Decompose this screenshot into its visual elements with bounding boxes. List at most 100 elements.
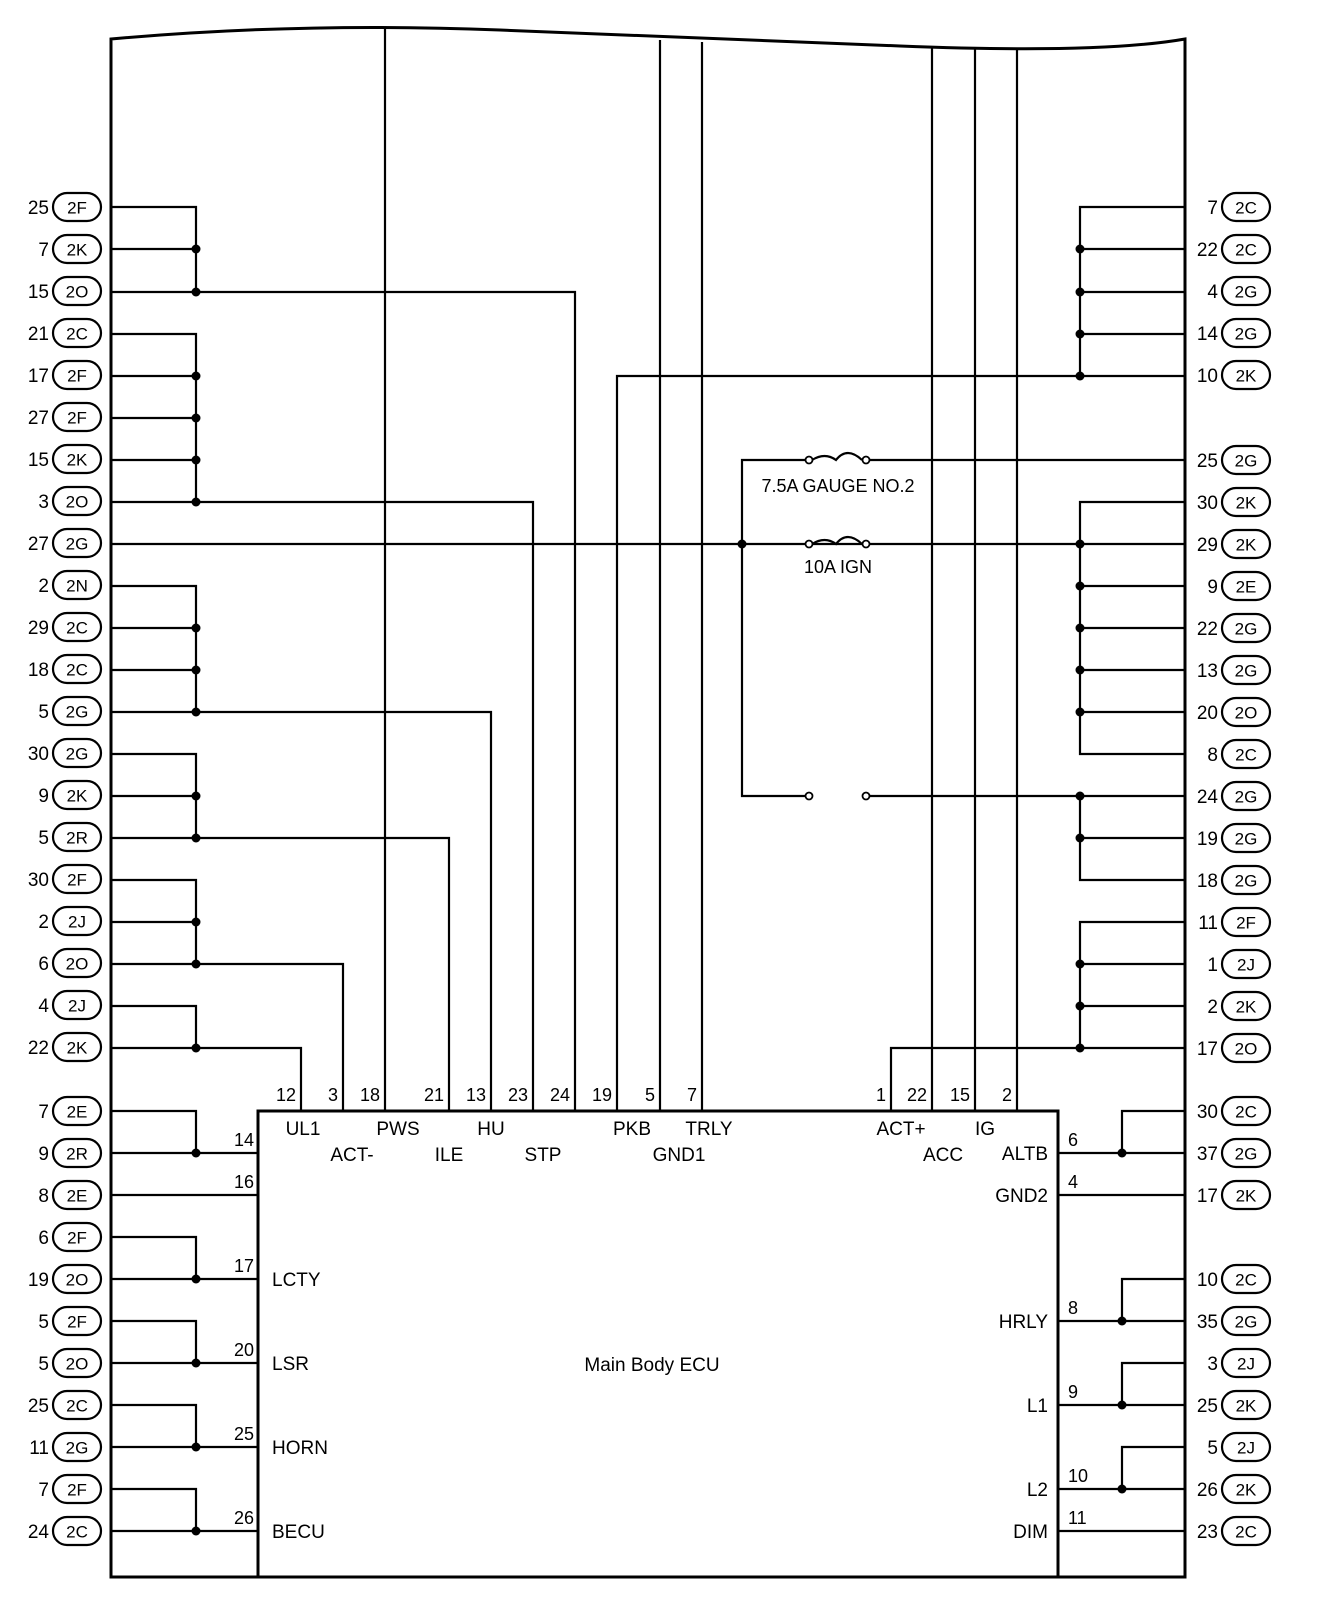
ecu-pin-number: 19 — [592, 1085, 612, 1105]
connector-pin-number: 25 — [28, 198, 49, 219]
ecu-signal-label: ALTB — [1002, 1144, 1048, 1165]
junction-dot — [191, 413, 201, 423]
ecu-pin-number: 4 — [1068, 1172, 1078, 1192]
connector-code: 2O — [66, 955, 89, 974]
connector-pin-number: 15 — [28, 282, 49, 303]
ecu-signal-label: ACT- — [330, 1145, 373, 1166]
connector-pin-number: 29 — [28, 618, 49, 639]
junction-dot — [191, 497, 201, 507]
connector-code: 2O — [66, 283, 89, 302]
connector-pin-number: 25 — [1197, 1396, 1218, 1417]
junction-dot — [1117, 1316, 1127, 1326]
ecu-pin-number: 14 — [234, 1130, 254, 1150]
junction-dot — [191, 287, 201, 297]
connector-pin-number: 30 — [28, 870, 49, 891]
connector-code: 2O — [66, 493, 89, 512]
connector-oval — [51, 233, 103, 265]
connector-oval — [1220, 1137, 1272, 1169]
connector-oval — [51, 611, 103, 643]
junction-dot — [191, 917, 201, 927]
connector-oval — [1220, 1179, 1272, 1211]
connector-pin-number: 19 — [1197, 829, 1218, 850]
junction-dot — [1075, 539, 1085, 549]
junction-dot — [191, 959, 201, 969]
ecu-pin-number: 11 — [1068, 1508, 1087, 1528]
connector-code: 2C — [66, 325, 88, 344]
connector-pin-number: 23 — [1197, 1522, 1218, 1543]
junction-dot — [1117, 1148, 1127, 1158]
connector-oval — [51, 1031, 103, 1063]
connector-code: 2G — [1235, 1313, 1258, 1332]
ecu-pin-number: 24 — [550, 1085, 570, 1105]
right-bus-wires — [740, 205, 1185, 1111]
ecu-signal-label: HORN — [272, 1438, 328, 1459]
junction-dot — [191, 1043, 201, 1053]
connector-oval — [51, 1389, 103, 1421]
junction-dot — [191, 1526, 201, 1536]
connector-pin-number: 11 — [29, 1438, 49, 1459]
junction-dot — [191, 1148, 201, 1158]
connector-code: 2K — [1236, 536, 1257, 555]
connector-oval — [51, 443, 103, 475]
connector-code: 2C — [1235, 1523, 1257, 1542]
ecu-signal-label: IG — [975, 1119, 995, 1140]
junction-dot — [191, 791, 201, 801]
connector-oval — [1220, 233, 1272, 265]
ecu-signal-label: PWS — [376, 1119, 419, 1140]
fuse-ign: 10A IGN — [804, 535, 872, 577]
connector-oval — [51, 821, 103, 853]
connector-oval — [1220, 1263, 1272, 1295]
junction-dot — [191, 1358, 201, 1368]
junction-dot — [191, 1442, 201, 1452]
ecu-pin-number: 3 — [328, 1085, 338, 1105]
right-connector: 14 2G — [1197, 317, 1272, 349]
connector-pin-number: 27 — [28, 408, 49, 429]
connector-pin-number: 10 — [1197, 366, 1218, 387]
connector-code: 2G — [66, 745, 89, 764]
connector-code: 2E — [67, 1187, 88, 1206]
connector-pin-number: 18 — [1197, 871, 1218, 892]
connector-oval — [51, 527, 103, 559]
left-side-pin-wires — [111, 1109, 258, 1533]
connector-code: 2K — [67, 787, 88, 806]
connector-code: 2N — [66, 577, 88, 596]
connector-code: 2G — [66, 535, 89, 554]
connector-pin-number: 14 — [1197, 324, 1219, 345]
connector-code: 2G — [1235, 620, 1258, 639]
connector-pin-number: 7 — [38, 1102, 49, 1123]
connector-pin-number: 35 — [1197, 1312, 1218, 1333]
connector-oval — [1220, 1095, 1272, 1127]
connector-oval — [51, 359, 103, 391]
connector-code: 2G — [1235, 325, 1258, 344]
connector-pin-number: 9 — [38, 1144, 49, 1165]
ecu-signal-label: ACT+ — [876, 1119, 925, 1140]
connector-oval — [1220, 359, 1272, 391]
connector-pin-number: 5 — [38, 1312, 49, 1333]
ecu-pin-number: 2 — [1002, 1085, 1012, 1105]
connector-code: 2F — [67, 367, 87, 386]
connector-code: 2R — [66, 829, 88, 848]
connector-oval — [1220, 1389, 1272, 1421]
ecu-pin-number: 16 — [234, 1172, 254, 1192]
connector-pin-number: 24 — [1197, 787, 1219, 808]
connector-pin-number: 17 — [1197, 1039, 1218, 1060]
junction-dot — [1075, 329, 1085, 339]
connector-pin-number: 22 — [1197, 619, 1218, 640]
junction-dot — [1075, 1001, 1085, 1011]
